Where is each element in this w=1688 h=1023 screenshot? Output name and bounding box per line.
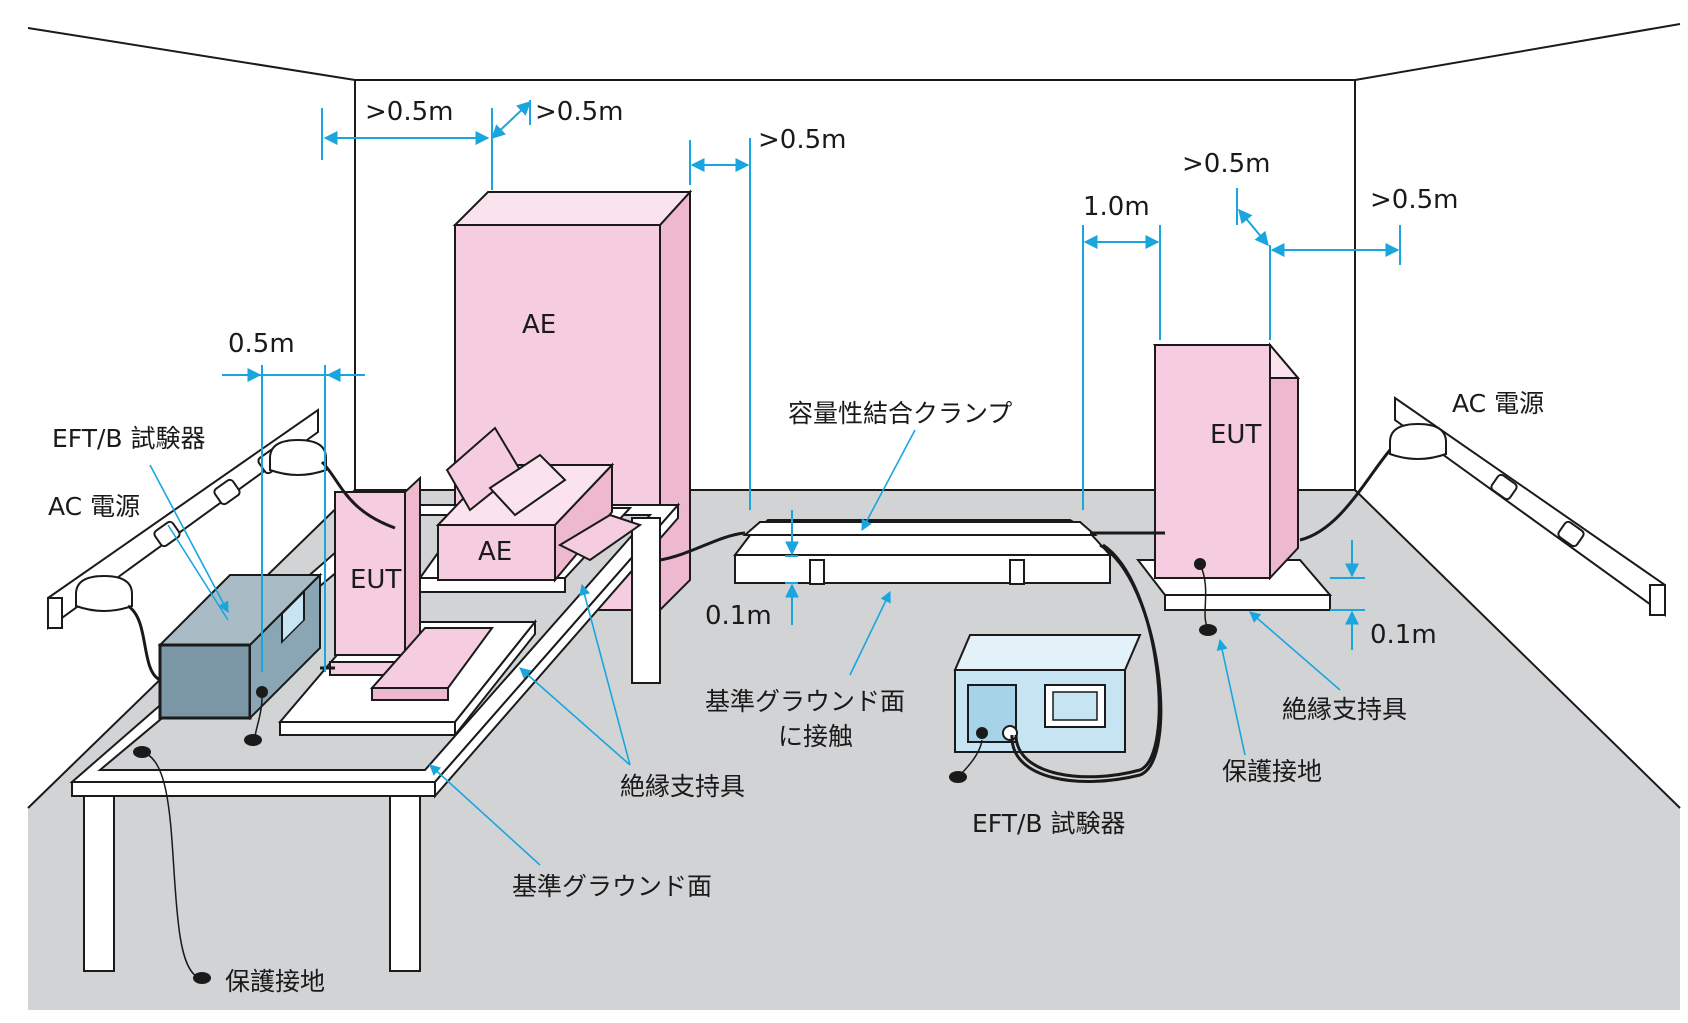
protective-earth-left-label: 保護接地 [225, 967, 325, 996]
cables [127, 449, 1392, 784]
leader-lines [149, 429, 1341, 866]
earth-terminal-icon [949, 771, 967, 783]
ground-contact-label-2: に接触 [778, 722, 853, 751]
power-strip-left [47, 408, 327, 630]
earth-terminal-icon [133, 746, 151, 758]
earth-terminal-icon [244, 734, 262, 746]
ac-power-left-label: AC 電源 [48, 492, 140, 521]
tester-screen [281, 590, 305, 644]
ae-printer-label: AE [478, 537, 512, 567]
protective-earth-leads [133, 558, 1217, 984]
dim-eut-wall-label: >0.5m [1370, 185, 1458, 215]
dim-eut-height-label: 0.1m [1370, 620, 1437, 650]
tester-connector [1002, 725, 1018, 741]
coupling-clamp [732, 519, 1113, 585]
dim-clamp-eut-label: 1.0m [1083, 192, 1150, 222]
outlet-icon [1490, 473, 1518, 501]
dim-eut-diag-label: >0.5m [1182, 149, 1270, 179]
ceiling-edge-right [1354, 23, 1681, 81]
dim-clamp-height-label: 0.1m [705, 601, 772, 631]
plug-icon [1389, 422, 1447, 460]
ground-contact-label-1: 基準グラウンド面 [705, 687, 905, 716]
ae-printer [435, 426, 643, 583]
earth-terminal-icon [193, 972, 211, 984]
insulating-support-center-label: 絶縁支持具 [620, 772, 745, 801]
eut-monitor [329, 475, 494, 701]
tester-connector [256, 686, 268, 698]
outlet-icon [1557, 520, 1585, 548]
reference-ground-plane-label: 基準グラウンド面 [512, 872, 712, 901]
eft-tester-left-label: EFT/B 試験器 [52, 424, 206, 453]
dim-ae-left-label: >0.5m [365, 97, 453, 127]
power-strip-right [1389, 396, 1666, 617]
dimension-lines [222, 100, 1401, 672]
coupling-clamp-label: 容量性結合クランプ [788, 399, 1012, 428]
table-leg [631, 517, 661, 684]
ceiling-edge-left [27, 27, 356, 81]
dim-ae-diag-label: >0.5m [535, 97, 623, 127]
dim-eft-eut-label: 0.5m [228, 329, 295, 359]
eut-floor-label: EUT [1210, 420, 1261, 450]
protective-earth-right-label: 保護接地 [1222, 757, 1322, 786]
insulating-support-right-label: 絶縁支持具 [1282, 695, 1407, 724]
eut-monitor-label: EUT [350, 565, 401, 595]
eft-tester-center [953, 634, 1142, 753]
eft-tester-center-label: EFT/B 試験器 [972, 809, 1126, 838]
earth-terminal-icon [1199, 624, 1217, 636]
tester-connector [976, 727, 988, 739]
eft-tester-left [157, 572, 323, 721]
table-leg [83, 795, 115, 972]
floor-edge-right [1354, 489, 1681, 809]
ae-cabinet-label: AE [522, 310, 556, 340]
room [27, 23, 1681, 1010]
plug-icon [75, 438, 327, 612]
ac-power-right-label: AC 電源 [1452, 389, 1544, 418]
dim-ae-right-label: >0.5m [758, 125, 846, 155]
text-labels: AE AE EUT EUT >0.5m >0.5m >0.5m 0.5m 1.0… [48, 97, 1544, 996]
table-leg [389, 795, 421, 972]
